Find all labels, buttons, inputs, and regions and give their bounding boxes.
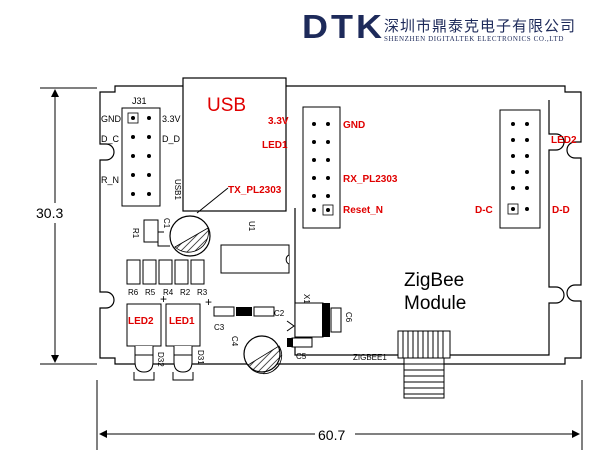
label-r4: R4 [163,288,174,297]
label-r-n-left: R_N [101,175,119,185]
label-gnd-left: GND [101,114,122,124]
tx-pointer [196,187,229,214]
c3-capacitor [213,306,235,317]
label-c5: C5 [296,352,307,361]
dimension-width-label: 60.7 [318,427,345,443]
zigbee-module-title-line2: Module [404,293,466,314]
logo-chinese-name: 深圳市鼎泰克电子有限公司 [384,19,577,35]
red-label-rx-pl2303: RX_PL2303 [343,174,398,185]
middle-header [302,106,341,229]
label-j31: J31 [132,96,147,106]
label-d31: D31 [196,350,205,365]
red-label-tx-pl2303: TX_PL2303 [228,185,282,196]
red-label-led2-right: LED2 [551,135,577,146]
right-header [499,109,541,229]
red-label-led2-bottom: LED2 [128,316,154,327]
resistor-row [126,259,205,285]
label-r6: R6 [128,288,139,297]
label-d32: D32 [156,352,165,367]
zigbee-module-title-line1: ZigBee [404,270,464,291]
label-c4: C4 [230,336,239,347]
dimension-height-label: 30.3 [36,205,63,221]
label-c1: C1 [162,218,171,229]
height-dimension [40,87,97,365]
label-d-c-left: D_C [101,134,120,144]
r1-resistor [143,219,159,243]
label-c2: C2 [274,309,285,318]
red-label-led1-bottom: LED1 [169,316,195,327]
usb-connector [182,77,287,212]
usb-label: USB [207,95,246,116]
c6-capacitor [330,307,342,333]
label-r5: R5 [145,288,156,297]
label-plus-led: + [160,292,167,306]
label-plus-cap: + [205,295,212,309]
red-label-d-d: D-D [552,205,570,216]
u1-chip [220,244,290,274]
red-label-reset-n: Reset_N [343,205,383,216]
c2-capacitor [253,306,275,317]
j31-header [121,107,161,207]
red-label-3v3: 3.3V [268,116,289,127]
label-x1: X1 [302,294,311,304]
red-label-led1-top: LED1 [262,140,288,151]
zigbee-module-outline [294,100,565,356]
label-c6: C6 [344,312,353,323]
red-label-d-c: D-C [475,205,493,216]
label-u1: U1 [247,221,256,232]
c5-capacitor [291,337,313,348]
logo-english-name: SHENZHEN DIGITALTEK ELECTRONICS CO.,LTD [384,35,565,43]
label-usb1: USB1 [173,179,182,200]
label-d-d-left: D_D [162,134,181,144]
label-r2: R2 [180,288,191,297]
logo-brand-name: DTK [302,7,385,46]
antenna-connector [397,330,451,399]
label-r1: R1 [131,228,140,239]
label-3v3-left: 3.3V [162,114,181,124]
label-zigbee1: ZIGBEE1 [353,353,387,362]
x1-crystal [294,302,324,338]
label-r3: R3 [197,288,208,297]
red-label-gnd: GND [343,120,365,131]
company-logo: DTK 深圳市鼎泰克电子有限公司 SHENZHEN DIGITALTEK ELE… [300,4,600,52]
label-c3: C3 [214,323,225,332]
